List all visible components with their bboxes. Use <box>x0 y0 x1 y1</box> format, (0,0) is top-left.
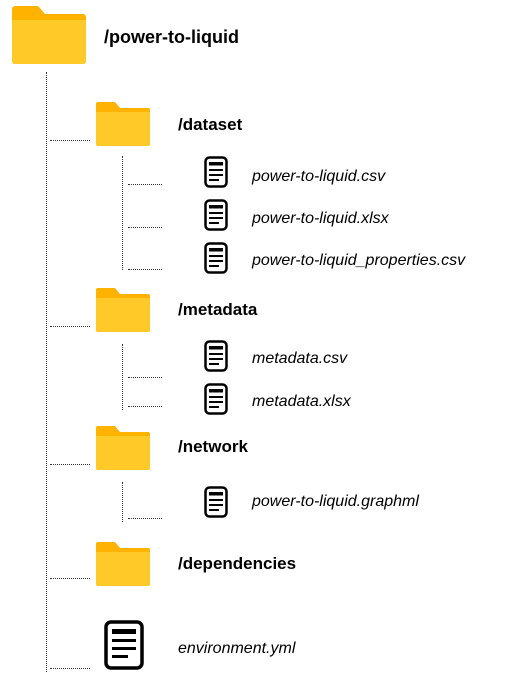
file-label: environment.yml <box>178 640 296 657</box>
folder-label: /metadata <box>178 300 258 319</box>
document-icon <box>204 156 228 188</box>
connector-file <box>128 269 162 270</box>
folder-icon <box>96 542 150 586</box>
folder-label: /network <box>178 437 248 456</box>
connector-file <box>128 184 162 185</box>
file-label: power-to-liquid.csv <box>252 168 386 185</box>
connector-environment <box>50 668 90 669</box>
dataset-connector-line <box>122 156 123 270</box>
connector-file <box>128 518 162 519</box>
connector-network <box>50 464 90 465</box>
document-icon <box>204 199 228 231</box>
connector-file <box>128 406 162 407</box>
file-label: metadata.xlsx <box>252 393 351 410</box>
folder-label: /dataset <box>178 115 243 134</box>
folder-icon <box>96 102 150 146</box>
file-label: power-to-liquid.graphml <box>252 493 419 510</box>
connector-file <box>128 227 162 228</box>
file-label: metadata.csv <box>252 350 348 367</box>
connector-dependencies <box>50 578 90 579</box>
folder-icon <box>96 426 150 470</box>
root-connector-line <box>46 72 47 672</box>
document-icon <box>104 620 144 670</box>
document-icon <box>204 340 228 372</box>
file-label: power-to-liquid_properties.csv <box>252 252 466 269</box>
folder-icon <box>96 288 150 332</box>
document-icon <box>204 383 228 415</box>
folder-icon <box>12 6 86 64</box>
root-folder-label: /power-to-liquid <box>104 27 239 47</box>
network-connector-line <box>122 482 123 522</box>
document-icon <box>204 242 228 274</box>
document-icon <box>204 486 228 518</box>
metadata-connector-line <box>122 344 123 410</box>
connector-dataset <box>50 140 90 141</box>
file-label: power-to-liquid.xlsx <box>252 210 389 227</box>
connector-file <box>128 377 162 378</box>
folder-label: /dependencies <box>178 554 297 573</box>
connector-metadata <box>50 326 90 327</box>
